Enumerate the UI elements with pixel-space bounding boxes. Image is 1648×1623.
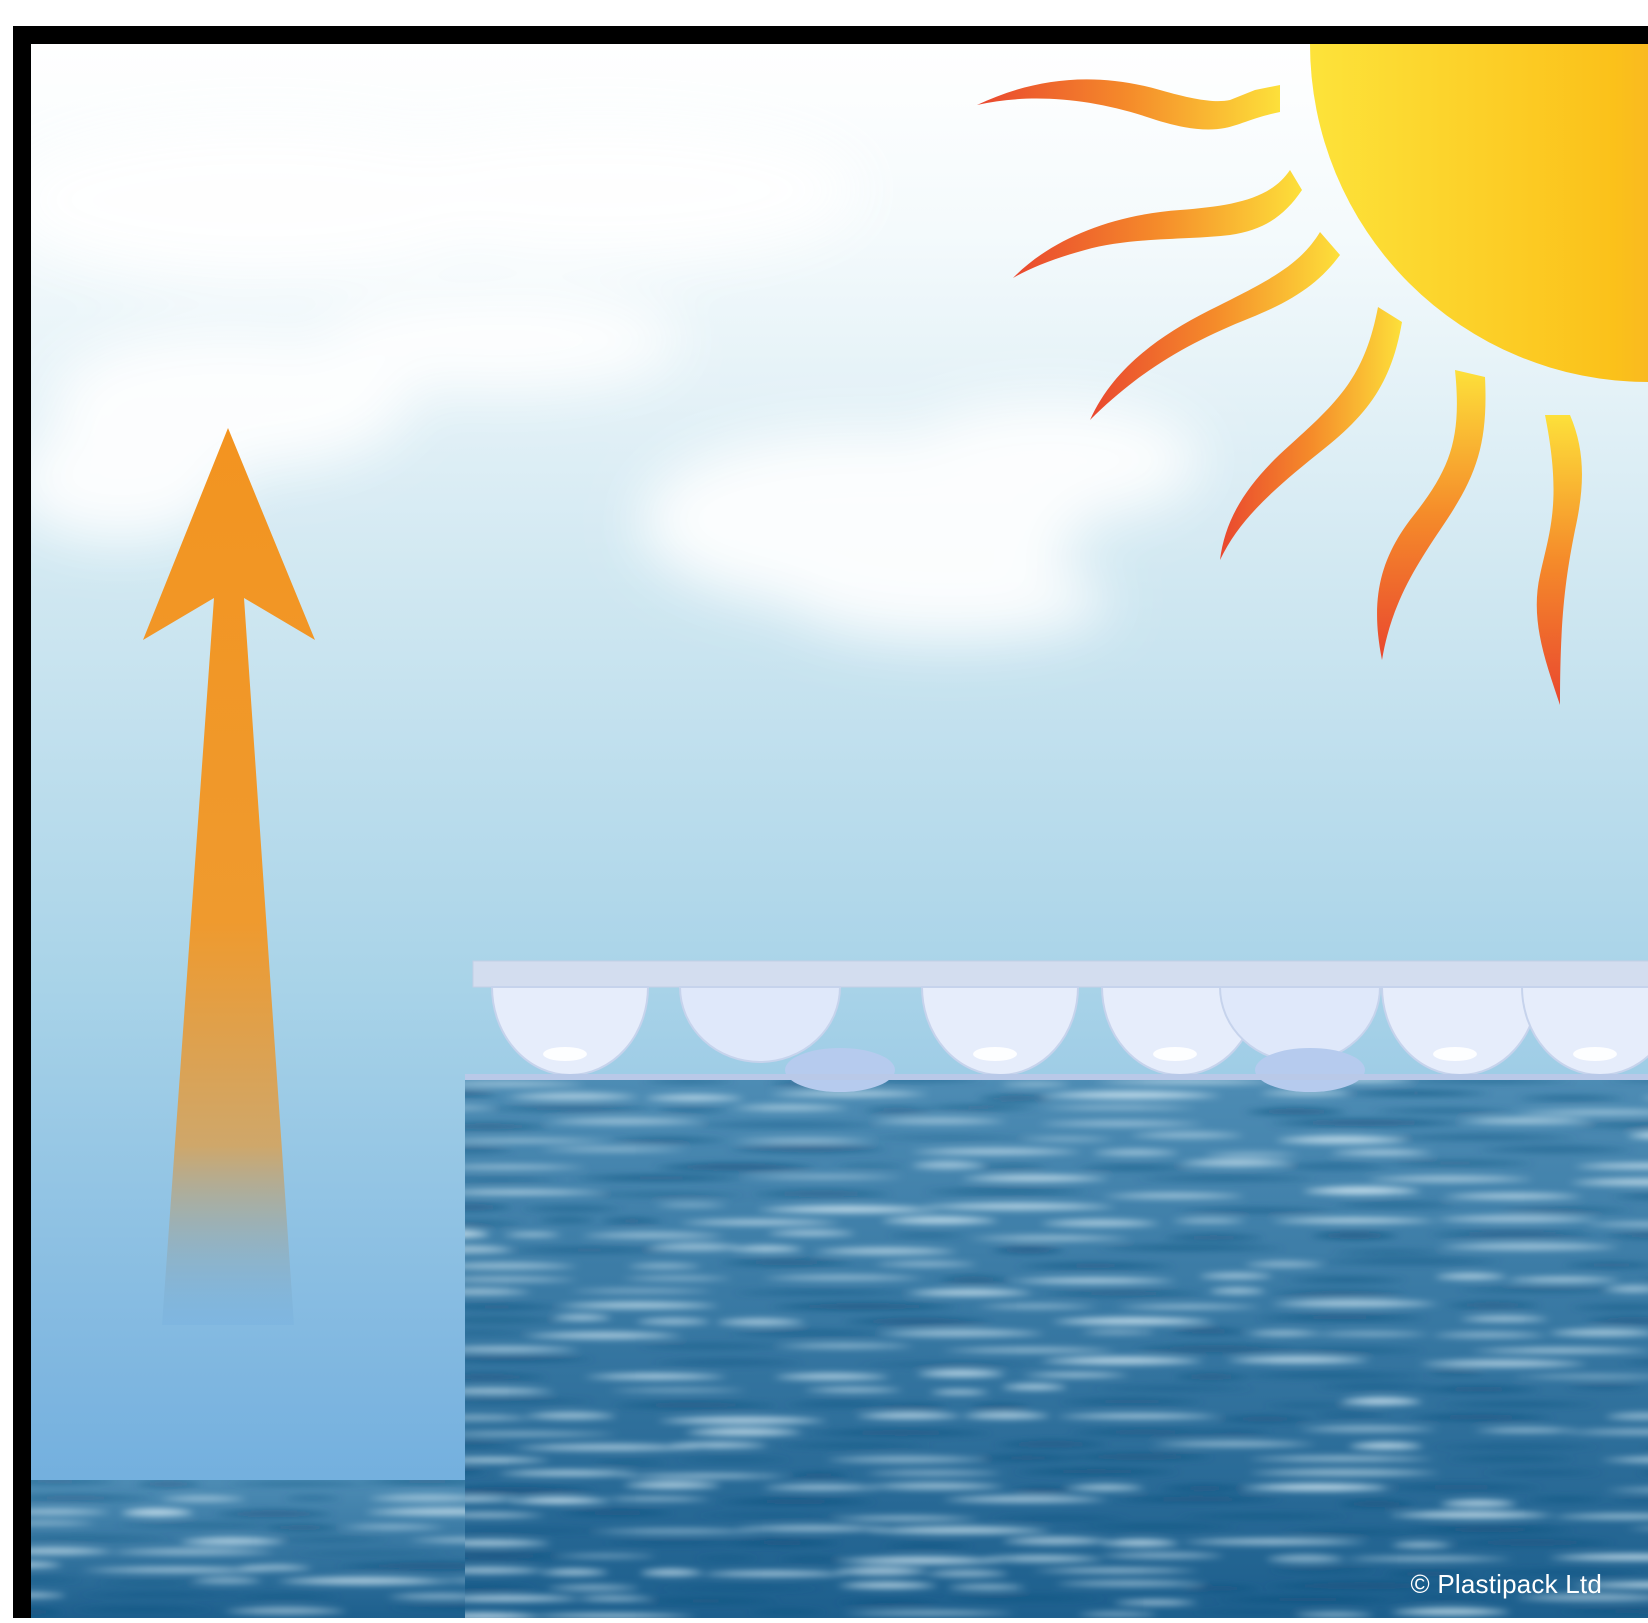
cover-bubble-reflection bbox=[1255, 1048, 1365, 1092]
bubble-highlight bbox=[973, 1047, 1017, 1061]
copyright-text: © Plastipack Ltd bbox=[1411, 1569, 1602, 1600]
cover-base-line bbox=[465, 1074, 1648, 1080]
cover-bubble-reflection bbox=[785, 1048, 895, 1092]
bubble-highlight bbox=[1433, 1047, 1477, 1061]
bubble-highlight bbox=[543, 1047, 587, 1061]
covered-pool-water bbox=[425, 1075, 1648, 1618]
cover-sheet bbox=[473, 961, 1648, 987]
bubble-highlight bbox=[1153, 1047, 1197, 1061]
bubble-highlight bbox=[1573, 1047, 1617, 1061]
